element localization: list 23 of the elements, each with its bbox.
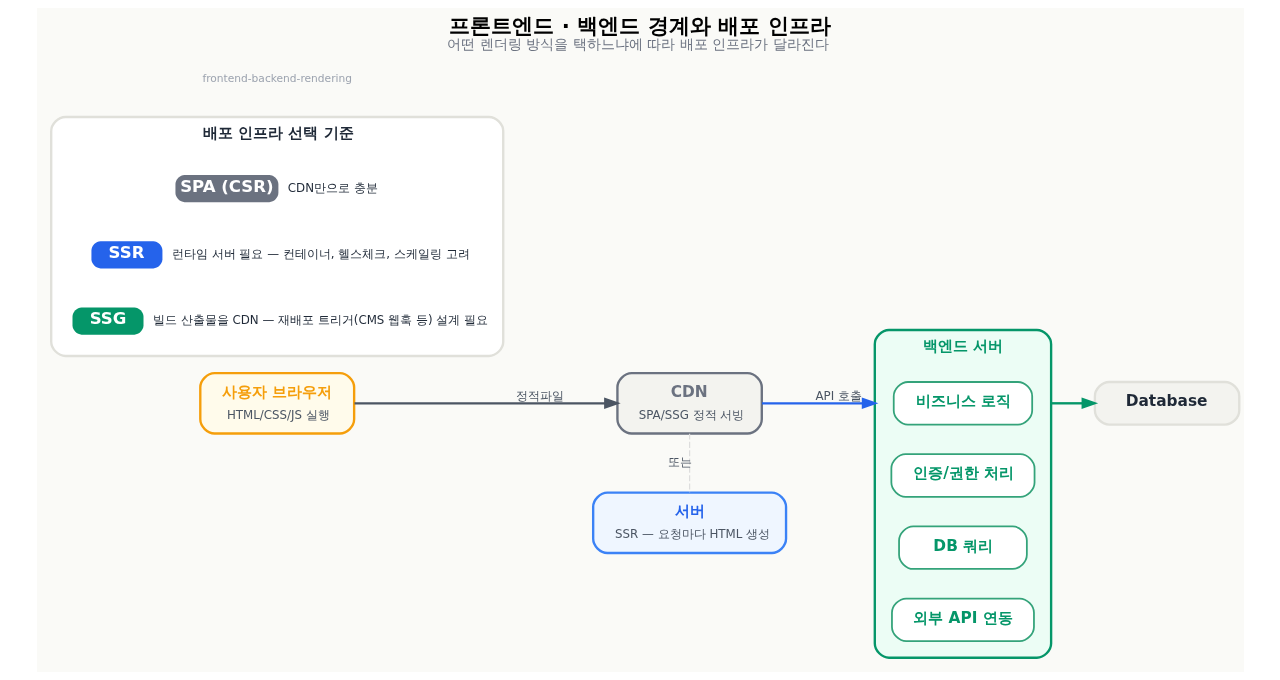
arrow — [354, 397, 621, 410]
node-label: 빌드 산출물을 CDN — 재배포 트리거(CMS 웹훅 등) 설계 필요 — [152, 313, 488, 328]
node-box: SPA (CSR) — [174, 174, 278, 203]
node-label: CDN만으로 충분 — [287, 180, 378, 195]
node-label: 런타임 서버 필요 — 컨테이너, 헬스체크, 스케일링 고려 — [171, 246, 470, 261]
label: frontend-backend-rendering — [201, 71, 352, 85]
edge-label: API 호출 — [814, 388, 862, 403]
node-box: 인증/권한 처리 — [890, 453, 1035, 498]
node-box: CDN SPA/SSG 정적 서빙 — [615, 371, 763, 435]
arrow — [1050, 397, 1098, 410]
node-box: SSG — [72, 307, 143, 335]
edge-label: 또는 — [667, 455, 692, 470]
node-box: 서버 SSR — 요청마다 HTML 생성 — [591, 491, 787, 555]
node-box: 사용자 브라우저 HTML/CSS/JS 실행 — [198, 371, 355, 435]
node-box: DB 쿼리 — [897, 525, 1028, 570]
node-box: 비즈니스 로직 — [892, 381, 1033, 426]
arrow — [761, 397, 878, 410]
caption: 어떤 렌더링 방식을 택하느냐에 따라 배포 인프라가 달라진다 — [446, 36, 829, 53]
node-box: SSR — [90, 241, 162, 269]
node-box: Database — [1093, 380, 1240, 426]
edge-label: 정적파일 — [515, 388, 564, 403]
diagram-title: 프론트엔드 · 백엔드 경계와 배포 인프라 — [448, 13, 831, 39]
node-box: 외부 API 연동 — [890, 597, 1035, 643]
